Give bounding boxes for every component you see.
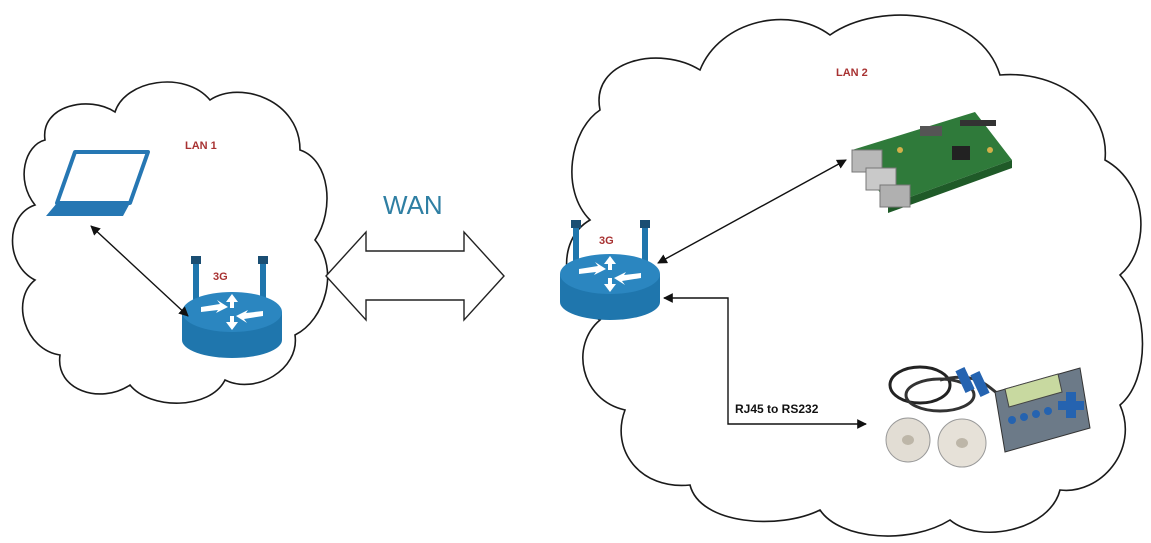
router-icon [560, 220, 660, 320]
sensor-datalogger-icon [885, 365, 1091, 468]
laptop-icon [46, 150, 150, 216]
router-sensor-link [663, 293, 867, 429]
wan-double-arrow [325, 230, 505, 322]
lan1-label: LAN 1 [185, 140, 217, 152]
raspberry-pi-board-icon [851, 112, 1012, 213]
serial-link-label: RJ45 to RS232 [735, 402, 819, 416]
lan2-label: LAN 2 [836, 67, 868, 79]
wan-label: WAN [383, 190, 443, 220]
lan2-cloud [565, 14, 1144, 537]
lan2-router-badge: 3G [599, 235, 614, 247]
router-icon [182, 256, 282, 358]
laptop-router-link [90, 225, 189, 317]
router-raspberry-link [657, 159, 847, 264]
lan1-router-badge: 3G [213, 271, 228, 283]
lan1-cloud [11, 81, 329, 404]
